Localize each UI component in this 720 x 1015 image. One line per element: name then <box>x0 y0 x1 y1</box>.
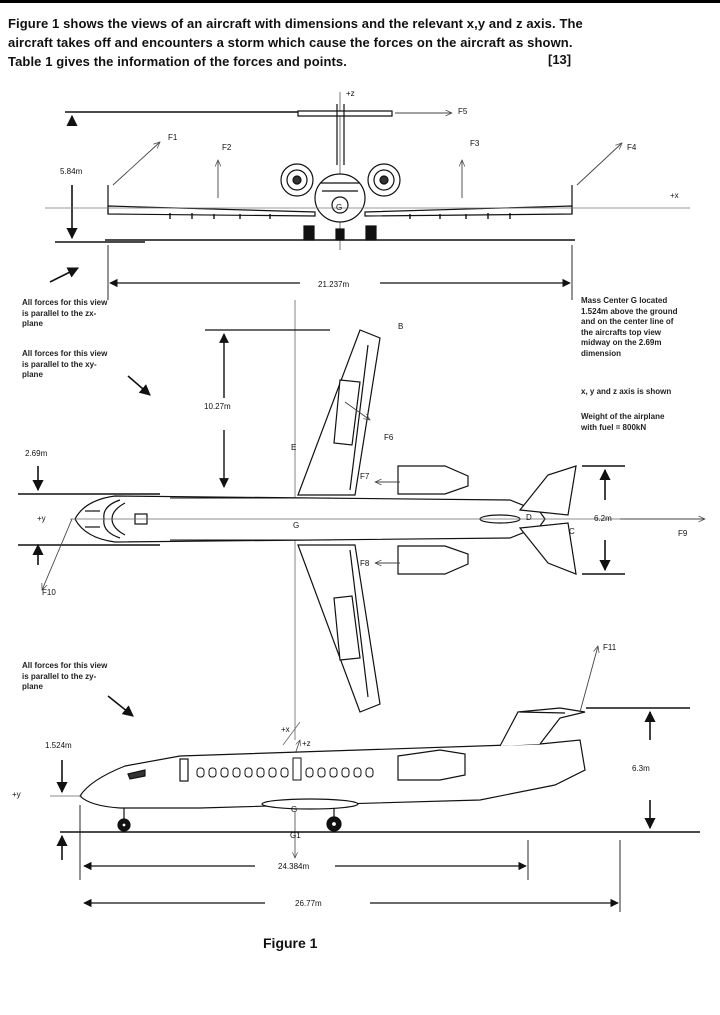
marks-label: [13] <box>548 52 572 67</box>
force-f1-label: F1 <box>168 133 178 142</box>
force-f8-label: F8 <box>360 559 370 568</box>
note-zx-plane: All forces for this view is parallel to … <box>22 298 108 328</box>
top-axis-y-label: +y <box>37 514 46 523</box>
note-arrow-zy <box>107 695 134 717</box>
note-arrow-zx <box>49 267 80 283</box>
front-axis-x-label: +x <box>670 191 679 200</box>
point-b-label: B <box>398 322 403 331</box>
question-line-1: Figure 1 shows the views of an aircraft … <box>8 16 583 31</box>
front-view <box>45 92 690 300</box>
front-axis-z-label: +z <box>346 89 355 98</box>
note-mass-center: Mass Center G located 1.524m above the g… <box>581 296 678 358</box>
note-weight: Weight of the airplane with fuel = 800kN <box>581 412 665 432</box>
point-c-label: C <box>569 527 575 536</box>
note-axes: x, y and z axis is shown <box>581 387 672 396</box>
note-zy-plane: All forces for this view is parallel to … <box>22 661 108 691</box>
force-f5-label: F5 <box>458 107 468 116</box>
dim-2-69: 2.69m <box>25 449 48 458</box>
figure-caption: Figure 1 <box>263 935 318 951</box>
force-f3-label: F3 <box>470 139 480 148</box>
side-view <box>50 646 700 912</box>
dim-1-524: 1.524m <box>45 741 72 750</box>
force-f9-label: F9 <box>678 529 688 538</box>
note-xy-plane: All forces for this view is parallel to … <box>22 349 108 379</box>
side-axis-z-label: +z <box>302 739 311 748</box>
front-cg-label: G <box>336 203 342 212</box>
force-f7-label: F7 <box>360 472 370 481</box>
question-line-3: Table 1 gives the information of the for… <box>8 54 347 69</box>
force-f11-label: F11 <box>603 643 617 652</box>
force-f2-label: F2 <box>222 143 232 152</box>
question-text: Figure 1 shows the views of an aircraft … <box>8 14 708 71</box>
dim-6-3: 6.3m <box>632 764 650 773</box>
dim-24-384: 24.384m <box>278 862 309 871</box>
side-axis-x-label: +x <box>281 725 290 734</box>
force-f6-label: F6 <box>384 433 394 442</box>
point-d-label: D <box>526 513 532 522</box>
ground-point-g1: G1 <box>290 831 301 840</box>
question-line-2: aircraft takes off and encounters a stor… <box>8 35 573 50</box>
point-e-label: E <box>291 443 296 452</box>
dim-height-front: 5.84m <box>60 167 83 176</box>
top-border <box>0 0 720 3</box>
dim-span: 21.237m <box>318 280 349 289</box>
note-arrow-xy <box>127 375 151 396</box>
side-axis-y-label: +y <box>12 790 21 799</box>
side-cg-label: G <box>291 805 297 814</box>
dim-10-27: 10.27m <box>204 402 231 411</box>
dim-6-2: 6.2m <box>594 514 612 523</box>
top-view <box>18 300 705 740</box>
force-f4-label: F4 <box>627 143 637 152</box>
force-f10-label: F10 <box>42 588 56 597</box>
point-g-label: G <box>293 521 299 530</box>
dim-26-77: 26.77m <box>295 899 322 908</box>
